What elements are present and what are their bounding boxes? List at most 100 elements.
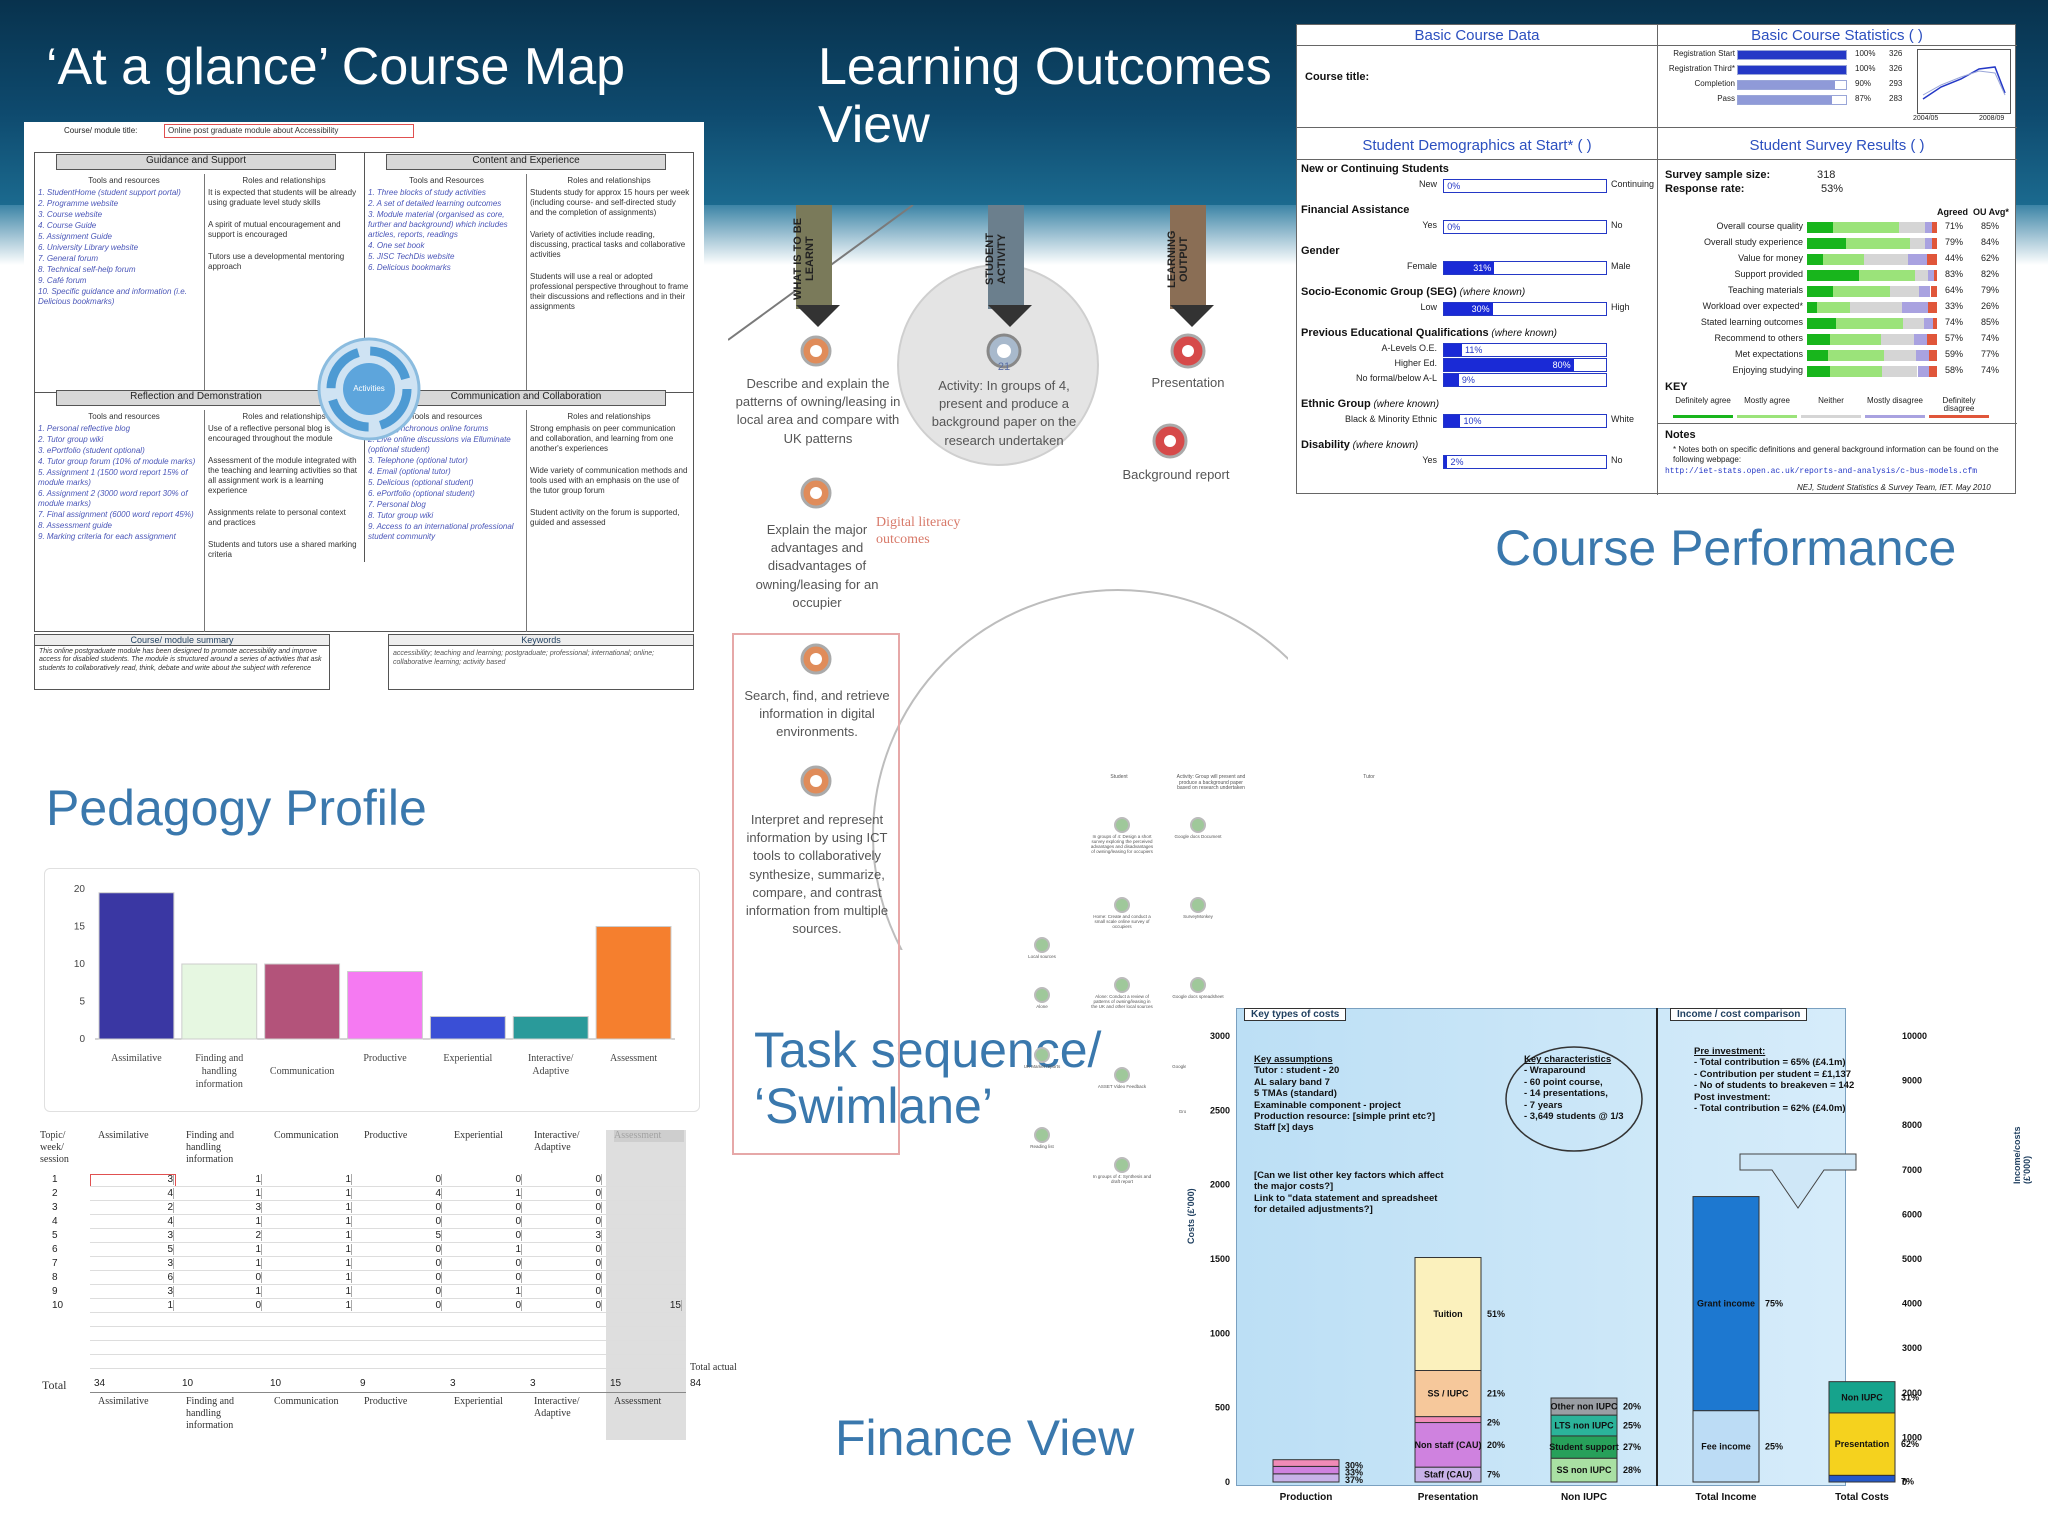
pedagogy-footer-header: Productive [364, 1396, 408, 1407]
pedagogy-bar [181, 963, 258, 1040]
total-cell: 10 [182, 1378, 194, 1389]
survey-segment [1807, 286, 1833, 297]
finance-note-line: Tutor : student - 20 [1254, 1065, 1340, 1077]
survey-segment [1916, 350, 1930, 361]
pedagogy-cell: 1 [178, 1216, 262, 1227]
swimlane-node-label: Google docs spreadsheet [1172, 994, 1224, 999]
survey-segment [1817, 302, 1850, 313]
tool-item: 9. Café forum [38, 276, 87, 285]
survey-segment [1933, 318, 1937, 329]
key-label: KEY [1665, 381, 1688, 393]
notes-text: * Notes both on specific definitions and… [1673, 445, 1999, 464]
swimlane-node-icon [1114, 897, 1130, 913]
finance-segment-label: Student support [1549, 1442, 1619, 1452]
demographic-heading-text: Previous Educational Qualifications [1301, 327, 1489, 339]
demographic-left-label: No formal/below A-L [1355, 373, 1437, 383]
swimlane-node-icon [1114, 977, 1130, 993]
pedagogy-cell: 1 [266, 1300, 352, 1311]
swimlane-node-label: In groups of 4: Synthesis and draft repo… [1092, 1174, 1152, 1184]
pedagogy-column-header: Communication [274, 1130, 339, 1141]
finance-note-line: Post investment: [1694, 1091, 1771, 1103]
demographic-left-label: Yes [1422, 455, 1437, 465]
survey-segment [1925, 222, 1932, 233]
survey-segment [1846, 238, 1910, 249]
finance-note-line: - 7 years [1524, 1099, 1563, 1111]
key-costs-title: Key types of costs [1244, 1008, 1347, 1021]
quadrant-communication-col1: Tools and resources [410, 412, 483, 421]
finance-note-line: - Total contribution = 62% (£4.0m) [1694, 1102, 1846, 1114]
outcome-3: Search, find, and retrieve information i… [744, 688, 890, 740]
demographic-left-label: Yes [1422, 220, 1437, 230]
tool-item: 5. JISC TechDis website [368, 252, 455, 261]
pedagogy-cell: 3 [90, 1174, 174, 1185]
survey-ou-avg-value: 85% [1981, 221, 2000, 231]
key-item-label: Definitely agree [1675, 396, 1731, 405]
demographic-bar: 9% [1443, 373, 1607, 387]
demographic-right-label: No [1611, 220, 1623, 230]
q1-col-divider [204, 174, 205, 392]
x-tick-label: Communication [270, 1066, 334, 1077]
survey-segment [1929, 366, 1937, 377]
survey-stacked-bar [1807, 238, 1937, 249]
finance-segment-pct: 25% [1623, 1421, 1641, 1431]
survey-segment [1807, 334, 1831, 345]
total-actual-value: 84 [690, 1378, 702, 1389]
role-item: A spirit of mutual encouragement and sup… [208, 220, 341, 239]
finance-note-line: - Total contribution = 65% (£4.1m) [1694, 1057, 1846, 1069]
pedagogy-cell: 1 [178, 1174, 262, 1185]
finance-category-label: Production [1280, 1492, 1333, 1503]
key-swatch [1865, 415, 1925, 418]
pedagogy-bar [347, 971, 423, 1040]
outcome-node-icon [800, 643, 832, 675]
demographic-bar-fill [1444, 415, 1461, 427]
stat-bar [1737, 80, 1847, 90]
pedagogy-cell: 1 [266, 1286, 352, 1297]
right-tick-label: 0 [1902, 1477, 1907, 1487]
tool-item: 4. Course Guide [38, 221, 97, 230]
finance-segment-label: Non staff (CAU) [1415, 1440, 1482, 1450]
pedagogy-cell: 1 [266, 1258, 352, 1269]
swimlane-node-label: Home: Create and conduct a small scale o… [1093, 914, 1151, 929]
cp-h-divider-1 [1297, 45, 2017, 46]
survey-item-label: Met expectations [1734, 349, 1803, 359]
survey-segment [1901, 302, 1928, 313]
pedagogy-bar [98, 892, 175, 1040]
agreed-header: Agreed [1937, 207, 1969, 217]
pedagogy-cell: 0 [446, 1230, 522, 1241]
pedagogy-cell: 1 [178, 1286, 262, 1297]
finance-segment-pct: 2% [1487, 1418, 1500, 1428]
notes-url[interactable]: http://iet-stats.open.ac.uk/reports-and-… [1665, 467, 1978, 476]
pedagogy-footer-header: Communication [274, 1396, 339, 1407]
finance-segment-label: Grant income [1697, 1299, 1755, 1309]
survey-segment [1864, 254, 1909, 265]
tool-item: 6. Delicious bookmarks [368, 263, 451, 272]
left-tick-label: 1000 [1210, 1328, 1230, 1338]
right-tick-label: 2000 [1902, 1388, 1922, 1398]
survey-segment [1930, 286, 1937, 297]
table-gridline [90, 1368, 686, 1369]
demographic-heading-text: Gender [1301, 245, 1340, 257]
demographic-heading: Disability (where known) [1301, 439, 1418, 451]
survey-agreed-value: 83% [1945, 269, 1964, 279]
y-tick-label: 0 [79, 1034, 85, 1045]
stat-label: Registration Start [1673, 49, 1735, 58]
quadrant-guidance-roles: It is expected that students will be alr… [208, 188, 358, 284]
total-cell: 3 [450, 1378, 456, 1389]
demographic-bar-value: 80% [1552, 360, 1571, 370]
outcome-node-icon [800, 335, 832, 367]
row-number: 2 [52, 1188, 58, 1199]
pedagogy-bar [264, 963, 341, 1040]
x-tick-label: information [196, 1079, 243, 1090]
total-cell: 3 [530, 1378, 536, 1389]
lane-header-output [1170, 205, 1206, 309]
demographic-left-label: Low [1420, 302, 1437, 312]
stat-pct: 100% [1855, 64, 1876, 73]
demographic-bar-fill [1444, 359, 1574, 371]
survey-item-label: Overall course quality [1716, 221, 1803, 231]
notes-label: Notes [1665, 429, 1696, 441]
survey-item-label: Enjoying studying [1732, 365, 1803, 375]
x-tick-label: Adaptive [532, 1066, 569, 1077]
tool-item: 1. All Asynchronous online forums [368, 424, 489, 433]
tool-item: 3. Course website [38, 210, 103, 219]
